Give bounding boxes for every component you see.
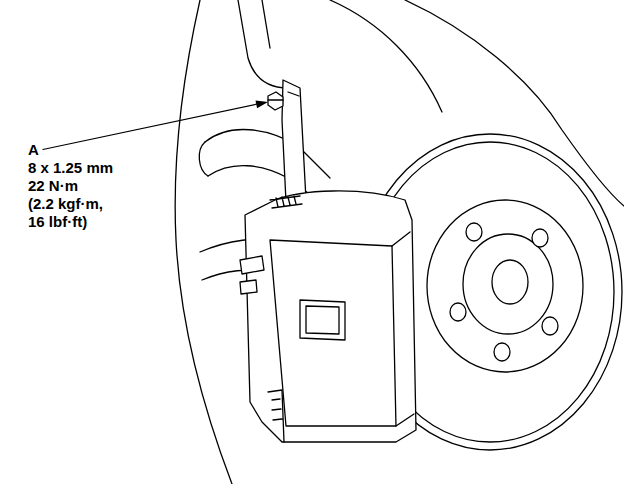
knuckle-arm (282, 80, 306, 202)
torque-value: 22 N·m (28, 177, 78, 194)
hub-bore (492, 260, 528, 304)
bleeder-screw (240, 256, 264, 274)
hub (427, 200, 583, 372)
torque-value: 16 lbf·ft) (28, 213, 87, 230)
suspension-arm (199, 142, 208, 176)
callout-letter: A (28, 141, 39, 158)
caliper-window (306, 306, 339, 334)
brake-caliper (270, 240, 396, 426)
hub (463, 234, 553, 334)
leader-line (43, 103, 262, 150)
slide-pin (268, 390, 284, 442)
thread-size: 8 x 1.25 mm (28, 159, 113, 176)
leader-arrowhead (256, 101, 269, 109)
mounting-bolt (268, 92, 283, 110)
wheel-studs (450, 223, 558, 361)
slide-pin (270, 196, 302, 208)
wheel-well-line (330, 0, 442, 112)
brake-caliper (245, 191, 416, 442)
strut-outline (238, 0, 288, 88)
torque-value: (2.2 kgf·m, (28, 195, 103, 212)
brake-caliper (392, 232, 414, 426)
knuckle-arm (288, 92, 299, 96)
mounting-bolt (268, 99, 283, 100)
suspension-arm (205, 130, 330, 178)
bleeder-screw (240, 280, 257, 294)
body-outline (175, 0, 232, 484)
caliper-window (300, 300, 345, 340)
strut-outline (262, 0, 270, 48)
